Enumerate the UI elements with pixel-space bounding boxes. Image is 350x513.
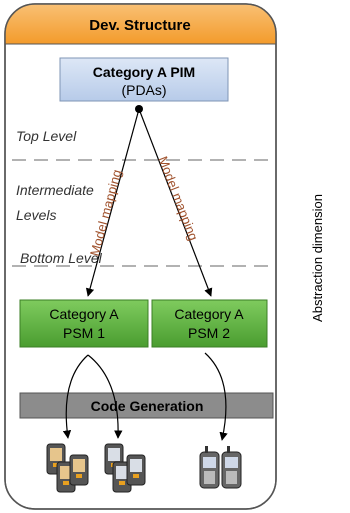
code-generation-label: Code Generation [91,398,204,414]
dev-structure-frame: Dev. Structure [4,3,277,510]
psm2-box: Category A PSM 2 [151,299,268,348]
top-level-label: Top Level [16,128,77,144]
bottom-level-label: Bottom Level [20,250,103,266]
mobile-phone-icon [199,446,220,489]
pim-title: Category A PIM [93,64,195,80]
frame-title: Dev. Structure [89,17,190,34]
codegen-arrow-1 [62,354,89,439]
codegen-arrow-3 [204,352,228,441]
psm1-box: Category A PSM 1 [19,299,149,348]
pda-icon [126,454,146,486]
code-generation-arrows [62,352,228,441]
intermediate-level-label-2: Levels [16,207,56,223]
mobile-phone-icon [221,446,242,489]
phone-device-group [199,446,242,489]
pim-subtitle: (PDAs) [121,82,166,98]
pda-device-group-1 [46,443,89,493]
frame-header [5,4,276,44]
pda-device-group-2 [104,443,146,493]
mapping-arrow-right [138,108,213,297]
mapping-arrow-left [85,108,140,297]
abstraction-dimension-label: Abstraction dimension [310,194,325,322]
codegen-arrow-2 [87,354,123,439]
psm1-line1: Category A [49,306,119,322]
psm2-line1: Category A [174,306,244,322]
pda-icon [69,454,89,486]
psm1-line2: PSM 1 [63,325,105,341]
psm2-line2: PSM 2 [188,325,230,341]
intermediate-level-label: Intermediate [16,182,94,198]
code-generation-bar: Code Generation [19,392,274,419]
pim-box: Category A PIM (PDAs) [59,57,229,102]
